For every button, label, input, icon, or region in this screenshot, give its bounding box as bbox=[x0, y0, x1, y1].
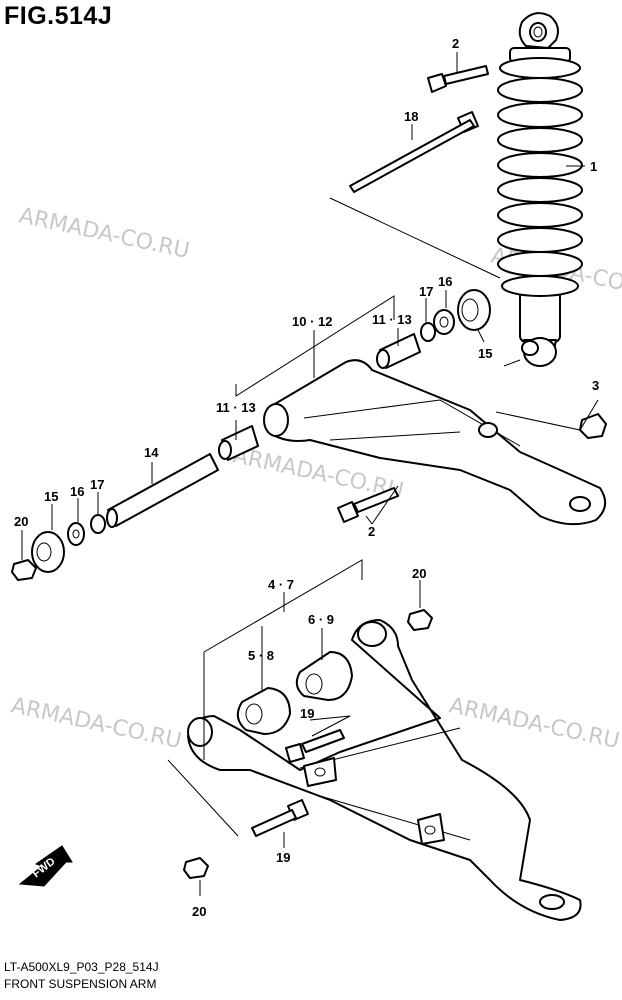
bolt-2-top bbox=[427, 65, 489, 93]
callout-5-8: 5 · 8 bbox=[248, 648, 274, 663]
callout-2-top: 2 bbox=[452, 36, 459, 51]
shock-absorber bbox=[497, 12, 583, 367]
callout-15-left: 15 bbox=[44, 489, 58, 504]
bushing-stack-upper bbox=[420, 289, 491, 342]
callout-15-upper: 15 bbox=[478, 346, 492, 361]
figure-title: FIG.514J bbox=[4, 2, 113, 30]
collar-upper-left bbox=[218, 425, 259, 461]
bushing-6-9 bbox=[295, 651, 353, 701]
bolt-2-middle bbox=[337, 487, 399, 523]
bushing-stack-left bbox=[31, 514, 106, 573]
callout-19-upper: 19 bbox=[300, 706, 314, 721]
nut-20-bottom bbox=[183, 857, 209, 879]
callout-6-9: 6 · 9 bbox=[308, 612, 334, 627]
bolt-19-lower bbox=[251, 799, 309, 837]
callout-11-13-upper: 11 · 13 bbox=[372, 312, 412, 327]
callout-3: 3 bbox=[592, 378, 599, 393]
callout-labels: 1 2 18 16 17 15 10 · 12 11 · 13 3 11 · 1… bbox=[14, 36, 599, 919]
callout-20-bottom: 20 bbox=[192, 904, 206, 919]
callout-1: 1 bbox=[590, 159, 597, 174]
callout-4-7: 4 · 7 bbox=[268, 577, 294, 592]
callout-20-right: 20 bbox=[412, 566, 426, 581]
lower-arm bbox=[187, 619, 582, 921]
watermark-1: ARMADA-CO.RU bbox=[17, 203, 192, 264]
callout-18: 18 bbox=[404, 109, 418, 124]
bushing-5-8 bbox=[236, 687, 291, 735]
callout-16-upper: 16 bbox=[438, 274, 452, 289]
nut-3 bbox=[579, 413, 607, 439]
callout-10-12: 10 · 12 bbox=[292, 314, 332, 329]
callout-16-left: 16 bbox=[70, 484, 84, 499]
nut-20-left bbox=[11, 559, 37, 581]
leader-lines bbox=[21, 52, 599, 896]
callout-17-left: 17 bbox=[90, 477, 104, 492]
callout-11-13-lower: 11 · 13 bbox=[216, 400, 256, 415]
watermark-4: ARMADA-CO.RU bbox=[9, 693, 184, 754]
figure-name: FRONT SUSPENSION ARM bbox=[4, 977, 157, 991]
shaft-14 bbox=[106, 453, 219, 528]
nut-20-right bbox=[407, 609, 433, 631]
bolt-18 bbox=[349, 111, 479, 193]
callout-14: 14 bbox=[144, 445, 159, 460]
callout-19-lower: 19 bbox=[276, 850, 290, 865]
figure-code: LT-A500XL9_P03_P28_514J bbox=[4, 960, 159, 974]
callout-20-left: 20 bbox=[14, 514, 28, 529]
upper-arm bbox=[263, 359, 607, 526]
callout-2-middle: 2 bbox=[368, 524, 375, 539]
collar-upper-right bbox=[376, 333, 421, 369]
watermark-5: ARMADA-CO.RU bbox=[447, 693, 622, 754]
spring-coils bbox=[497, 57, 583, 297]
bolt-19-upper bbox=[285, 729, 345, 763]
fwd-arrow-icon: FWD bbox=[18, 845, 73, 887]
callout-17-upper: 17 bbox=[419, 284, 433, 299]
